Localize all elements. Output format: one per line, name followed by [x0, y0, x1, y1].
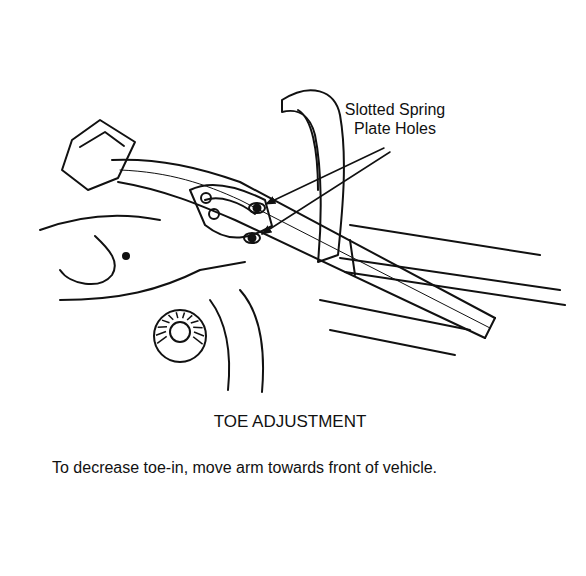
slotted-hole — [249, 203, 265, 213]
hub-rib — [162, 320, 170, 323]
trailing-arm — [118, 182, 485, 338]
body-line — [210, 300, 229, 390]
slotted-hole — [244, 233, 260, 243]
hub-rib — [193, 337, 202, 344]
body-hole — [123, 253, 129, 259]
part-label: Slotted Spring Plate Holes — [330, 100, 460, 138]
trailing-arm-edge — [120, 170, 490, 328]
frame-rail — [330, 330, 455, 355]
hub-rib — [191, 321, 199, 323]
figure-title-holder: TOE ADJUSTMENT — [120, 412, 460, 432]
arm-bracket — [80, 132, 124, 147]
plate-bolt — [201, 193, 211, 203]
figure-caption-holder: To decrease toe-in, move arm towards fro… — [52, 458, 552, 477]
hub-rib — [176, 312, 178, 318]
frame-rail — [320, 300, 470, 330]
hub-rib — [156, 332, 166, 336]
hub-rib — [193, 327, 202, 329]
hub-rib — [168, 315, 173, 320]
hub-rib — [157, 336, 167, 343]
trailing-arm — [112, 160, 495, 318]
leader-line — [262, 152, 390, 234]
slotted-hole-bolt — [254, 205, 261, 212]
hub — [154, 310, 206, 362]
part-label-holder: Slotted Spring Plate Holes — [330, 100, 460, 138]
hub-rib — [187, 315, 192, 320]
figure-title: TOE ADJUSTMENT — [120, 412, 460, 432]
body-line — [60, 262, 245, 300]
arm-bracket — [62, 120, 135, 190]
figure-caption: To decrease toe-in, move arm towards fro… — [52, 458, 552, 477]
body-line — [240, 290, 263, 392]
tire-tread — [298, 110, 318, 190]
frame-rail — [350, 225, 540, 255]
plate-bolt — [209, 209, 219, 219]
slotted-hole-bolt — [249, 235, 256, 242]
spring-plate-slot — [205, 198, 255, 214]
spring-plate — [190, 185, 272, 238]
hub-rib — [158, 326, 167, 328]
tire — [282, 90, 344, 262]
body-line — [60, 236, 115, 284]
hub-cap — [170, 322, 190, 342]
hub-rib — [183, 312, 185, 318]
hub-rib — [194, 332, 204, 336]
body-line — [40, 216, 160, 230]
leader-line — [266, 148, 384, 204]
